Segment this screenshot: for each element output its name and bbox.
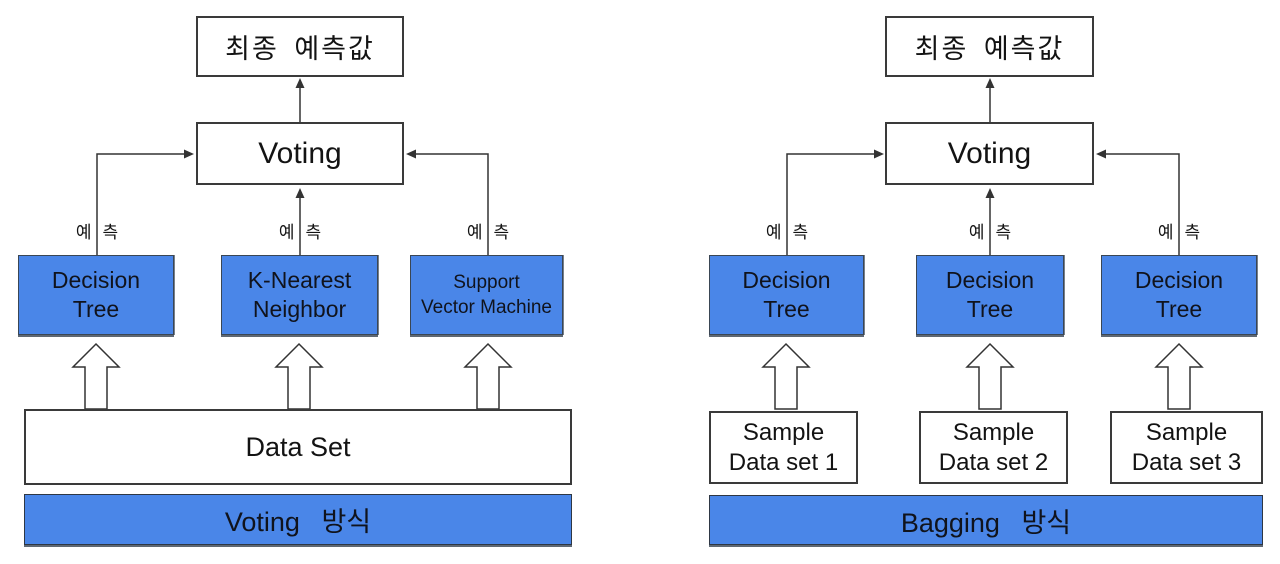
model-label-line: Tree [966,296,1014,322]
prediction-label: 예 측 [1158,218,1200,243]
final-prediction-label: 최종 예측값 [225,34,375,64]
sample-label-line: Data set 2 [938,448,1049,476]
model-label-line: K-Nearest [247,267,352,293]
model-label-line: Vector Machine [421,297,552,318]
sample-dataset-box-1: Sample Data set 1 [709,411,858,484]
sample-label-line: Sample [1145,418,1228,446]
sample-label-line: Sample [742,418,825,446]
arrowhead-up-icon [295,78,305,88]
model-label-line: Decision [51,267,141,293]
model-label-line: Neighbor [252,296,347,322]
final-prediction-label: 최종 예측값 [914,34,1065,64]
block-arrow-icon [463,342,513,410]
arrow-line [96,153,185,255]
voting-method-banner: Voting 방식 [24,494,572,545]
prediction-char: 예 [765,223,782,242]
dataset-label: Data Set [245,431,351,462]
prediction-label: 예 측 [467,218,509,243]
arrow-line [1105,153,1180,255]
prediction-char: 측 [995,223,1012,242]
voting-label: Voting [947,136,1032,170]
prediction-char: 측 [792,223,809,242]
prediction-char: 측 [305,223,322,242]
model-box-decision-tree-3: Decision Tree [1101,255,1257,335]
dataset-box: Data Set [24,409,572,485]
bagging-method-banner: Bagging 방식 [709,495,1263,545]
sample-label-line: Data set 3 [1131,448,1242,476]
model-label-line: Decision [742,267,831,293]
model-label-line: Decision [1134,267,1224,293]
prediction-char: 측 [493,223,510,242]
prediction-char: 예 [466,223,483,242]
sample-label-line: Data set 1 [728,448,839,476]
prediction-label: 예 측 [969,218,1011,243]
sample-dataset-box-3: Sample Data set 3 [1110,411,1263,484]
arrow-line [416,153,489,255]
model-box-k-nearest-neighbor: K-Nearest Neighbor [221,255,378,335]
prediction-char: 예 [968,223,985,242]
model-box-decision-tree: Decision Tree [18,255,174,335]
model-label-line: Tree [1155,296,1203,322]
block-arrow-icon [1154,342,1204,410]
voting-box-left: Voting [196,122,404,185]
block-arrow-icon [71,342,121,410]
arrowhead-right-icon [184,149,194,159]
final-prediction-box-voting: 최종 예측값 [196,16,404,77]
sample-label-line: Sample [952,418,1035,446]
model-box-decision-tree-2: Decision Tree [916,255,1064,335]
model-box-support-vector-machine: Support Vector Machine [410,255,563,335]
banner-label: Voting 방식 [224,507,372,537]
prediction-label: 예 측 [76,218,118,243]
prediction-label: 예 측 [279,218,321,243]
arrow-line [786,153,875,255]
model-label-line: Decision [945,267,1035,293]
block-arrow-icon [274,342,324,410]
voting-label: Voting [258,136,342,170]
banner-label: Bagging 방식 [900,507,1072,538]
block-arrow-icon [761,342,811,410]
prediction-char: 측 [102,223,119,242]
model-label-line: Tree [72,296,120,322]
arrowhead-up-icon [295,188,305,198]
model-box-decision-tree-1: Decision Tree [709,255,864,335]
arrowhead-up-icon [985,78,995,88]
model-label-line: Support [453,272,520,293]
block-arrow-icon [965,342,1015,410]
prediction-char: 예 [75,223,92,242]
model-label-line: Tree [763,296,810,322]
sample-dataset-box-2: Sample Data set 2 [919,411,1068,484]
voting-box-right: Voting [885,122,1094,185]
prediction-char: 측 [1184,223,1201,242]
final-prediction-box-bagging: 최종 예측값 [885,16,1094,77]
arrowhead-up-icon [985,188,995,198]
arrowhead-left-icon [1096,149,1106,159]
prediction-char: 예 [1157,223,1174,242]
prediction-char: 예 [278,223,295,242]
arrowhead-left-icon [406,149,416,159]
prediction-label: 예 측 [766,218,808,243]
arrowhead-right-icon [874,149,884,159]
